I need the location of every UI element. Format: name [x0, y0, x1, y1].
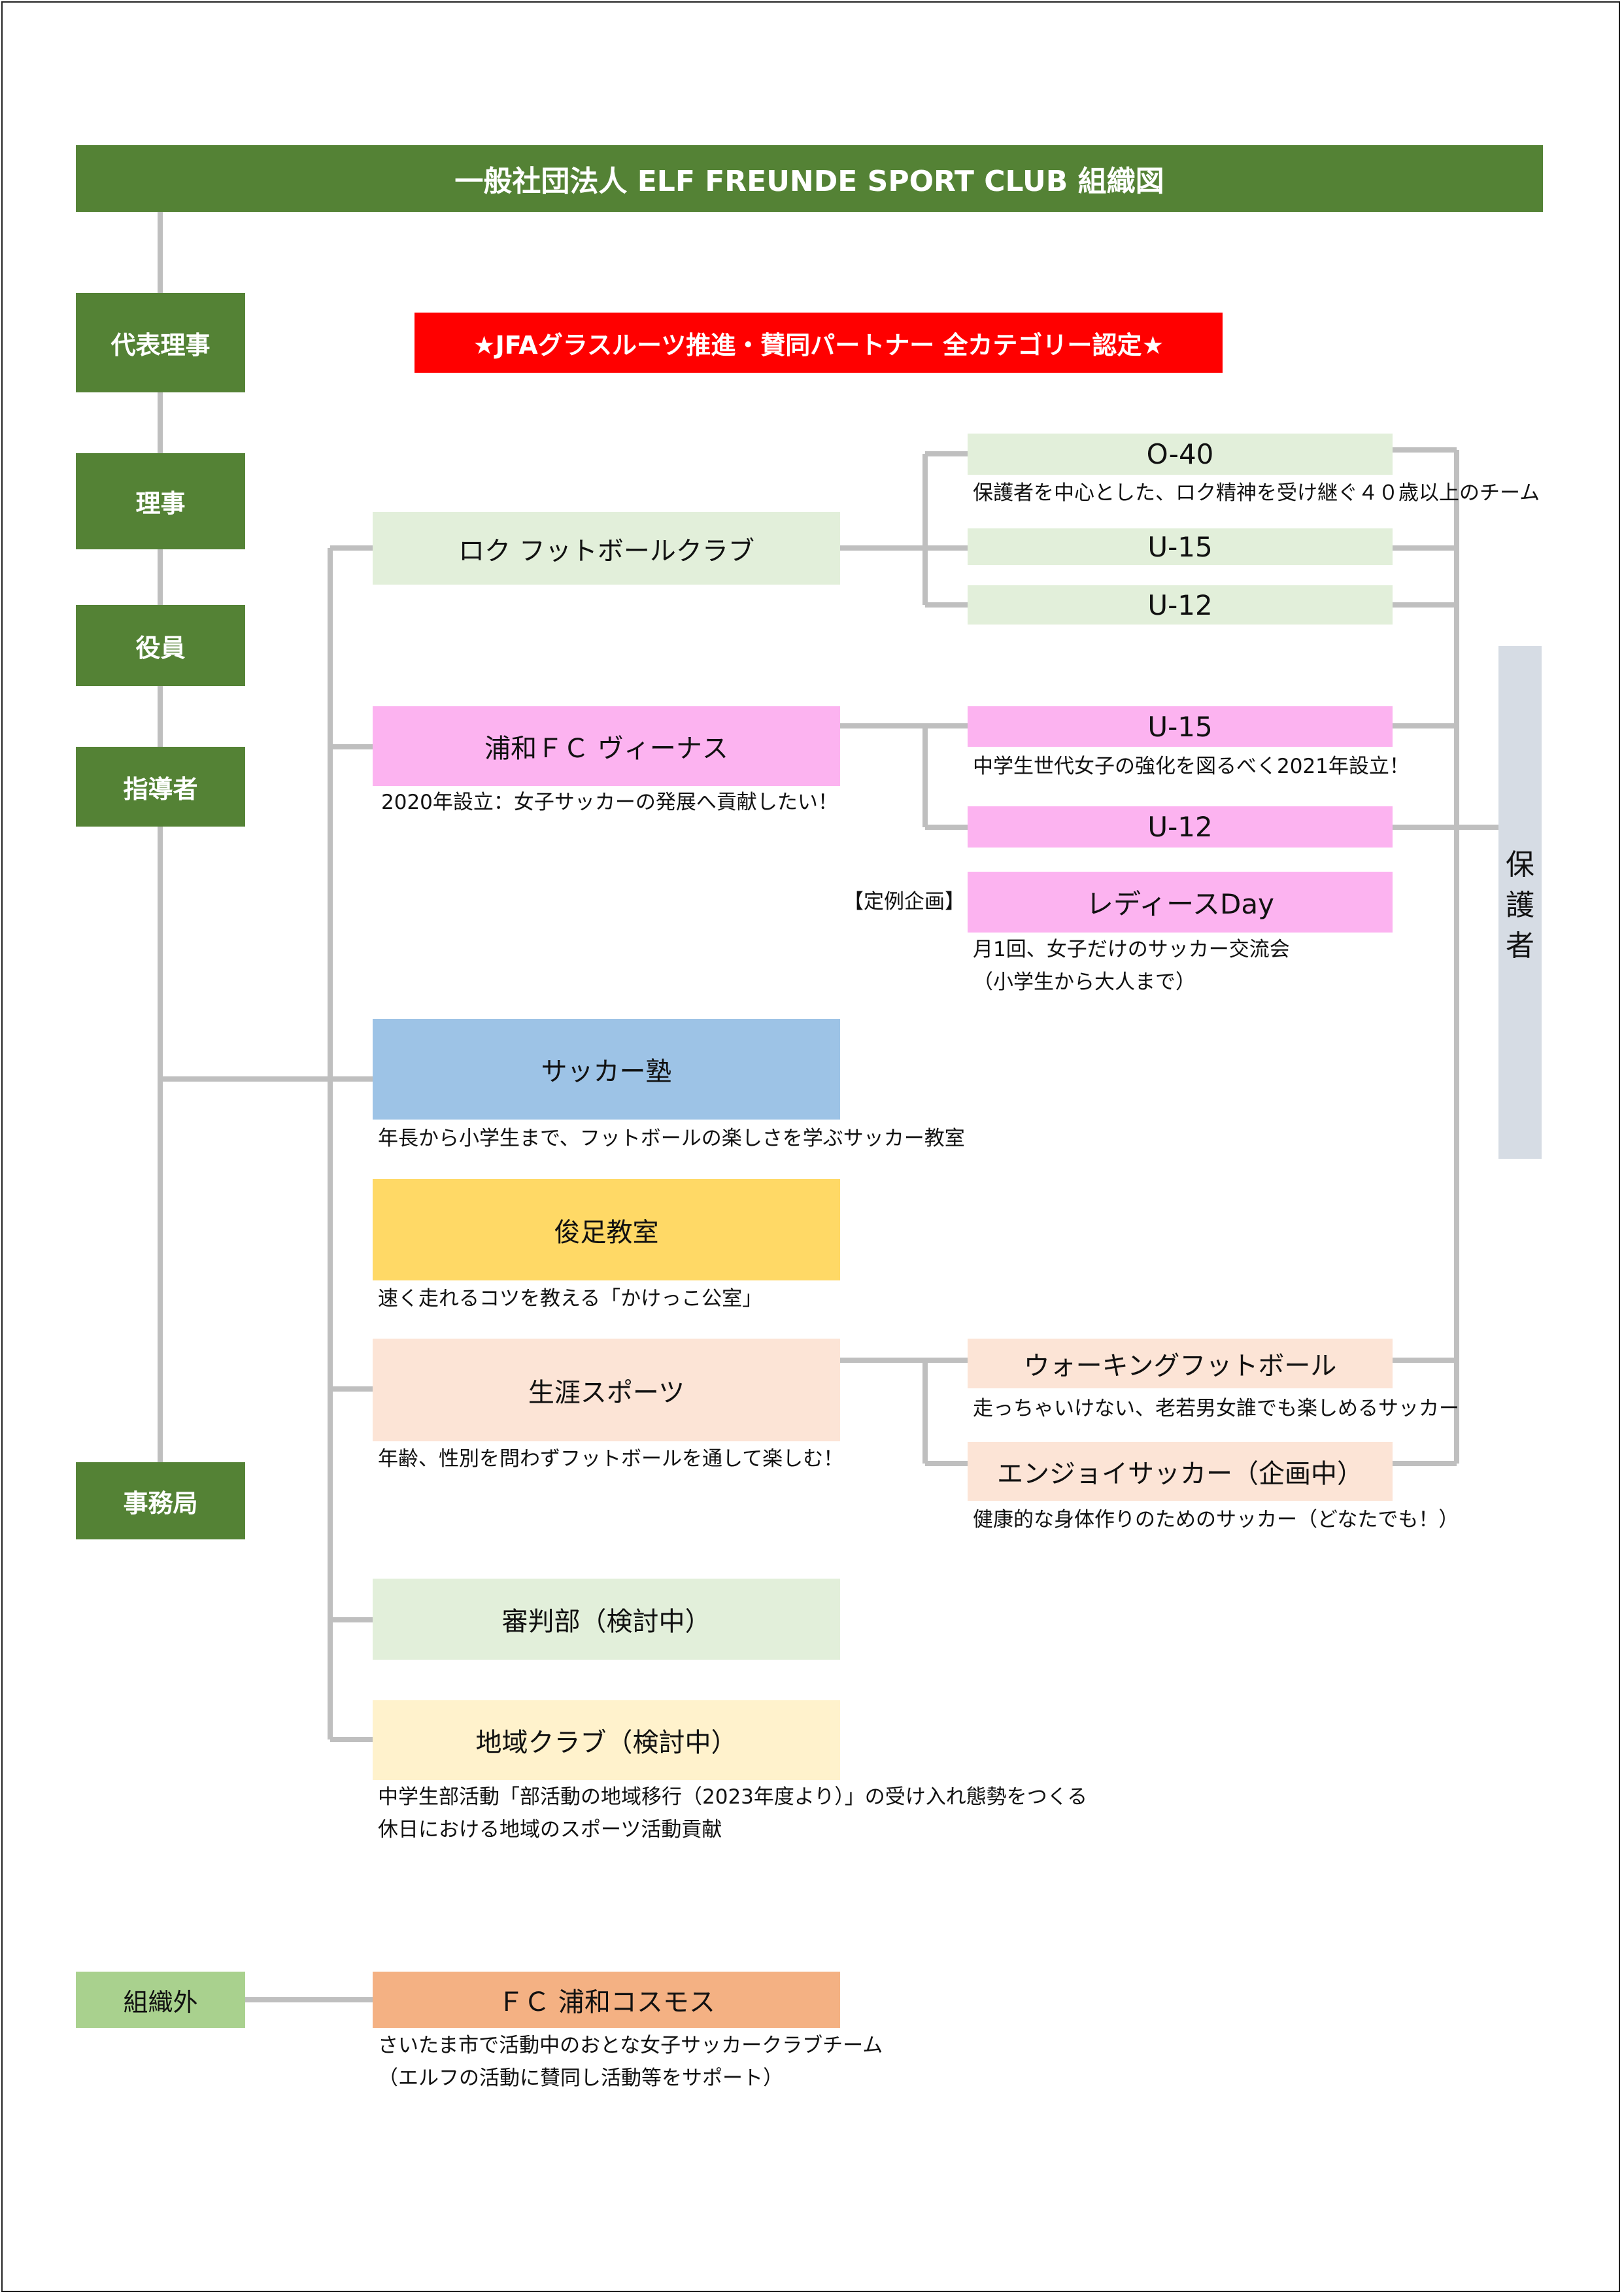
club-roku-football: ロク フットボールクラブ [373, 512, 840, 585]
team-enjoy-soccer-note: 健康的な身体作りのためのサッカー（どなたでも！） [973, 1508, 1459, 1532]
role-secretariat: 事務局 [76, 1462, 245, 1539]
team-venus-u15: U-15 [968, 706, 1393, 747]
team-venus-u15-note: 中学生世代女子の強化を図るべく2021年設立！ [973, 755, 1410, 778]
club-soccer-juku: サッカー塾 [373, 1019, 840, 1120]
club-cosmos-note-2: （エルフの活動に賛同し活動等をサポート） [378, 2066, 783, 2090]
team-roku-u12: U-12 [968, 585, 1393, 625]
club-urawa-fc-venus: 浦和ＦＣ ヴィーナス [373, 706, 840, 786]
team-ladies-day-note-1: 月1回、女子だけのサッカー交流会 [973, 938, 1290, 961]
team-ladies-day: レディースDay [968, 872, 1393, 933]
jfa-partner-badge: ★JFAグラスルーツ推進・賛同パートナー 全カテゴリー認定★ [414, 313, 1223, 373]
team-ladies-day-note-2: （小学生から大人まで） [973, 970, 1196, 994]
guardian-char-1: 保 [1506, 848, 1534, 882]
team-venus-u12: U-12 [968, 806, 1393, 848]
team-walking-football-note: 走っちゃいけない、老若男女誰でも楽しめるサッカー [973, 1397, 1459, 1420]
team-o40-note: 保護者を中心とした、ロク精神を受け継ぐ４０歳以上のチーム [973, 481, 1540, 505]
club-venus-note: 2020年設立：女子サッカーの発展へ貢献したい！ [381, 791, 838, 814]
guardian-char-3: 者 [1506, 929, 1534, 963]
role-officer: 役員 [76, 605, 245, 686]
role-external: 組織外 [76, 1972, 245, 2028]
team-walking-football: ウォーキングフットボール [968, 1339, 1393, 1388]
role-director: 理事 [76, 453, 245, 549]
club-referee-dept: 審判部（検討中） [373, 1579, 840, 1660]
guardian-panel: 保 護 者 [1498, 646, 1542, 1159]
club-lifelong-sports: 生涯スポーツ [373, 1339, 840, 1441]
club-lifelong-note: 年齢、性別を問わずフットボールを通して楽しむ！ [378, 1447, 844, 1471]
club-juku-note: 年長から小学生まで、フットボールの楽しさを学ぶサッカー教室 [378, 1127, 965, 1150]
club-fc-urawa-cosmos: ＦＣ 浦和コスモス [373, 1972, 840, 2028]
club-local-note-2: 休日における地域のスポーツ活動貢献 [378, 1818, 722, 1842]
team-enjoy-soccer: エンジョイサッカー（企画中） [968, 1442, 1393, 1501]
role-coach: 指導者 [76, 747, 245, 827]
team-o40: O-40 [968, 434, 1393, 475]
ladies-day-tag: 【定例企画】 [843, 890, 965, 914]
role-representative-director: 代表理事 [76, 293, 245, 392]
page-title: 一般社団法人 ELF FREUNDE SPORT CLUB 組織図 [76, 145, 1543, 212]
club-shunsoku-note: 速く走れるコツを教える「かけっこ公室」 [378, 1287, 763, 1311]
guardian-char-2: 護 [1506, 889, 1534, 922]
club-local-note-1: 中学生部活動「部活動の地域移行（2023年度より）」の受け入れ態勢をつくる [378, 1785, 1088, 1809]
club-cosmos-note-1: さいたま市で活動中のおとな女子サッカークラブチーム [378, 2034, 883, 2057]
club-local-club: 地域クラブ（検討中） [373, 1700, 840, 1780]
team-roku-u15: U-15 [968, 528, 1393, 565]
club-shunsoku-class: 俊足教室 [373, 1179, 840, 1280]
